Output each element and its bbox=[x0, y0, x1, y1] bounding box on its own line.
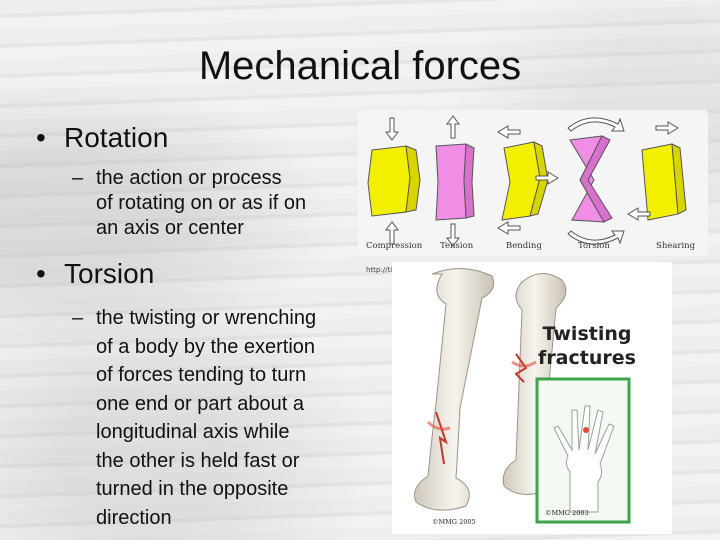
bending-block bbox=[497, 125, 559, 235]
source-url: http://tit bbox=[366, 266, 395, 274]
caption-line: Twisting bbox=[542, 323, 632, 345]
sub-line: an axis or center bbox=[96, 217, 244, 239]
sub-line: direction bbox=[96, 506, 172, 529]
sub-line: longitudinal axis while bbox=[96, 421, 290, 443]
tension-block bbox=[435, 115, 475, 247]
label-bending: Bending bbox=[506, 241, 542, 251]
bullet-rotation: • Rotation bbox=[36, 122, 168, 154]
torsion-block bbox=[567, 117, 625, 245]
compression-block bbox=[367, 117, 421, 245]
sub-line: the other is held fast or bbox=[96, 449, 300, 472]
sub-line: of rotating on or as if on bbox=[96, 192, 307, 214]
sub-line: of forces tending to turn bbox=[96, 364, 307, 386]
copyright-right: ©MMG 2003 bbox=[545, 509, 589, 517]
twisting-fractures-caption: Twisting fractures bbox=[532, 322, 642, 370]
label-torsion: Torsion bbox=[578, 241, 610, 251]
hand-xray bbox=[535, 377, 631, 524]
shearing-block bbox=[627, 121, 687, 221]
sub-line: of a body by the exertion bbox=[96, 335, 316, 358]
bullet-label: Rotation bbox=[64, 122, 169, 153]
forces-diagram: Compression Tension Bending Torsion Shea… bbox=[358, 110, 708, 256]
bullet-dot-icon: • bbox=[36, 122, 46, 153]
copyright-left: ©MMG 2005 bbox=[432, 518, 476, 526]
bullet-dot-icon: • bbox=[36, 258, 46, 289]
tibia-bone bbox=[414, 268, 495, 511]
sub-line: the action or process bbox=[96, 167, 282, 189]
sub-line: turned in the opposite bbox=[96, 478, 289, 500]
sub-line: one end or part about a bbox=[96, 392, 304, 415]
label-compression: Compression bbox=[366, 241, 423, 251]
bullet-label: Torsion bbox=[64, 258, 155, 289]
sub-bullet-rotation: – the action or process of rotating on o… bbox=[72, 166, 307, 241]
label-tension: Tension bbox=[440, 241, 474, 251]
dash-icon: – bbox=[72, 307, 84, 329]
bones-illustration: Twisting fractures ©MMG 2005 ©MMG 2003 bbox=[392, 262, 672, 534]
bullet-torsion: • Torsion bbox=[36, 258, 154, 290]
sub-bullet-torsion: – the twisting or wrenching of a body by… bbox=[72, 304, 317, 532]
caption-line: fractures bbox=[538, 347, 636, 369]
slide-title: Mechanical forces bbox=[198, 44, 522, 88]
label-shearing: Shearing bbox=[656, 241, 696, 251]
dash-icon: – bbox=[72, 167, 84, 189]
sub-line: the twisting or wrenching bbox=[96, 307, 317, 329]
